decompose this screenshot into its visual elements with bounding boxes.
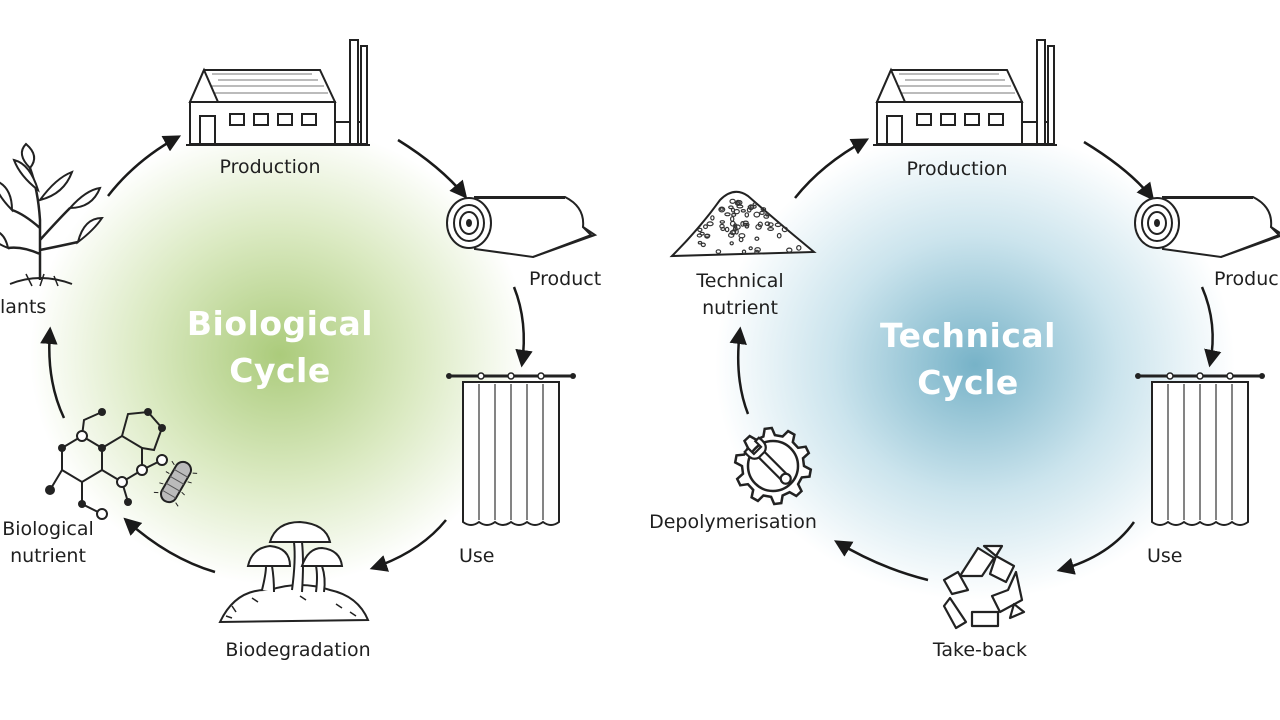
bio-product-label: Product bbox=[529, 268, 602, 290]
fabric-roll-icon bbox=[446, 196, 596, 258]
granule bbox=[731, 212, 737, 217]
factory-icon bbox=[185, 39, 371, 146]
granule bbox=[729, 241, 734, 246]
factory-icon bbox=[872, 39, 1058, 146]
granule bbox=[781, 226, 788, 233]
tech-use-label: Use bbox=[1147, 545, 1183, 567]
biological-cycle-title-text: Biological Cycle bbox=[186, 304, 374, 390]
arrow-depolymerisation-to-nutrient bbox=[729, 326, 750, 415]
granule bbox=[774, 222, 782, 228]
granule bbox=[719, 220, 726, 224]
granule bbox=[744, 224, 750, 229]
granule bbox=[740, 209, 746, 213]
granule bbox=[697, 240, 703, 245]
tech-production-label: Production bbox=[906, 158, 1008, 180]
gear-wrench-icon bbox=[733, 426, 813, 506]
tech-take-back-label: Take-back bbox=[932, 639, 1028, 661]
arrow-production-to-product bbox=[397, 138, 468, 199]
granule bbox=[729, 220, 736, 227]
granule bbox=[754, 247, 761, 253]
mushroom-icon bbox=[218, 520, 370, 624]
curtain-icon bbox=[444, 371, 578, 527]
granule bbox=[747, 204, 754, 211]
granule bbox=[776, 232, 782, 239]
granule bbox=[796, 244, 802, 251]
arrow-take-back-to-depolymerisation bbox=[834, 540, 929, 582]
granule bbox=[763, 214, 770, 219]
granule bbox=[741, 249, 747, 255]
granule bbox=[719, 207, 724, 211]
granule bbox=[754, 249, 760, 255]
plant-icon bbox=[0, 142, 104, 287]
granule-pile-icon bbox=[669, 190, 817, 258]
granule bbox=[720, 226, 726, 232]
granule bbox=[704, 233, 711, 238]
granule bbox=[718, 206, 726, 213]
technical-cycle-title-text: Technical Cycle bbox=[879, 316, 1056, 402]
arrow-use-to-take-back bbox=[1056, 521, 1136, 575]
curtain-icon bbox=[1133, 371, 1267, 527]
granule bbox=[742, 220, 749, 225]
granule bbox=[786, 247, 793, 253]
granule bbox=[767, 222, 774, 228]
granule bbox=[729, 198, 736, 204]
granule bbox=[755, 223, 762, 230]
fabric-roll-icon bbox=[1134, 196, 1280, 258]
bio-production-label: Production bbox=[219, 156, 321, 178]
bio-biodegradation-label: Biodegradation bbox=[225, 639, 371, 661]
recycle-icon bbox=[942, 544, 1026, 630]
bio-plants-label: lants bbox=[0, 296, 47, 318]
granule bbox=[699, 231, 705, 236]
granule bbox=[728, 205, 734, 210]
granule bbox=[710, 215, 715, 221]
granule bbox=[738, 237, 744, 243]
bio-use-label: Use bbox=[459, 545, 495, 567]
granule bbox=[748, 246, 753, 251]
arrow-product-to-use bbox=[512, 286, 533, 368]
granule bbox=[742, 222, 750, 227]
arrow-tech-production-to-product bbox=[1083, 140, 1155, 201]
granule bbox=[730, 207, 736, 213]
tech-depolymerisation-label: Depolymerisation bbox=[649, 511, 817, 533]
granule bbox=[752, 202, 757, 207]
granule bbox=[734, 224, 741, 230]
granule bbox=[760, 207, 767, 212]
granule bbox=[753, 211, 761, 218]
granule bbox=[702, 224, 708, 230]
granule bbox=[706, 221, 714, 227]
bio-nutrient-label: Biological nutrient bbox=[2, 518, 94, 567]
granule bbox=[754, 236, 760, 241]
granule bbox=[744, 212, 750, 218]
tech-nutrient-label: Technical nutrient bbox=[696, 270, 784, 319]
granule bbox=[767, 227, 774, 232]
arrow-nutrient-to-plants bbox=[40, 326, 66, 419]
biological-cycle-title: Biological Cycle bbox=[160, 300, 400, 394]
arrow-tech-nutrient-to-production bbox=[794, 138, 870, 199]
granule bbox=[735, 199, 741, 206]
technical-cycle-title: Technical Cycle bbox=[848, 312, 1088, 406]
granule bbox=[764, 221, 771, 227]
arrow-plants-to-production bbox=[107, 135, 182, 197]
tech-product-label: Produc bbox=[1214, 268, 1279, 290]
granule bbox=[724, 212, 731, 217]
granule bbox=[715, 249, 722, 255]
biological-cycle-glow bbox=[30, 125, 530, 585]
molecule-icon bbox=[45, 408, 198, 520]
arrow-tech-product-to-use bbox=[1200, 286, 1222, 368]
granule bbox=[700, 242, 706, 248]
granule bbox=[728, 232, 735, 238]
arrow-biodegradation-to-nutrient bbox=[123, 517, 216, 574]
granule bbox=[697, 227, 703, 233]
arrow-use-to-biodegradation bbox=[369, 519, 447, 572]
